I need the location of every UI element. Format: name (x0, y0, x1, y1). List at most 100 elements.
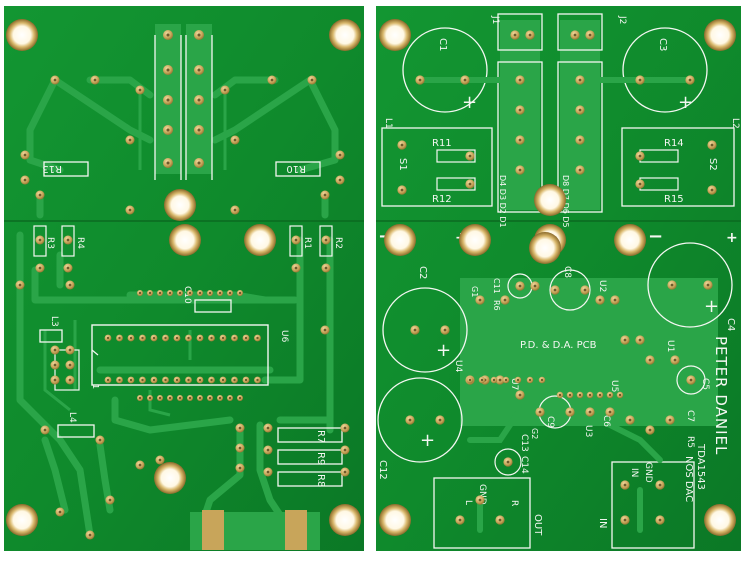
right-label-s2: S2 (707, 158, 718, 171)
pad-drill (578, 108, 582, 112)
left-r8-outline (277, 471, 343, 487)
pad-drill (198, 291, 202, 295)
pad-drill (468, 154, 472, 158)
pad-drill (168, 291, 172, 295)
right-label-g2: G2 (530, 428, 539, 439)
left-l4-outline (57, 424, 95, 438)
right-label-u3: U3 (583, 425, 593, 437)
pad-drill (540, 378, 544, 382)
pad-drill (175, 336, 179, 340)
pad-drill (158, 458, 162, 462)
right-label-c8: C8 (562, 266, 572, 278)
right-board: + + + + + C1 C3 J1 J2 (376, 6, 741, 551)
pad-drill (168, 396, 172, 400)
pad-drill (323, 193, 327, 197)
left-u6-outline (91, 324, 269, 386)
pad-drill (23, 178, 27, 182)
right-label-g1: G1 (470, 286, 479, 297)
pad-drill (141, 336, 144, 340)
pad-drill (233, 208, 237, 212)
pad-drill (208, 291, 212, 295)
pad-drill (197, 98, 201, 102)
right-label-r11: R11 (432, 138, 452, 149)
pad-drill (463, 78, 467, 82)
pad-drill (53, 348, 57, 352)
pad-drill (438, 418, 442, 422)
left-board-substrate (4, 6, 364, 551)
pad-drill (668, 418, 672, 422)
pad-drill (294, 266, 298, 270)
right-label-r5: R5 (685, 436, 695, 448)
left-label-r4: R4 (75, 237, 85, 249)
right-dac-name: NOS DAC (683, 456, 694, 502)
pad-drill (528, 33, 532, 37)
pad-drill (53, 378, 57, 382)
pad-drill (238, 396, 242, 400)
right-label-c5: C5 (700, 378, 710, 390)
mounting-hole (459, 224, 491, 256)
mounting-hole (704, 504, 736, 536)
pad-drill (628, 418, 632, 422)
pad-drill (53, 78, 57, 82)
pad-drill (578, 78, 582, 82)
pad-drill (148, 291, 152, 295)
right-label-c14: C14 (519, 456, 529, 474)
right-label-u1: U1 (665, 340, 675, 352)
right-label-r15: R15 (664, 194, 684, 205)
right-label-r6: R6 (492, 300, 501, 311)
pad-drill (223, 88, 227, 92)
left-label-r10: R10 (286, 163, 306, 174)
left-board-mount-holes (6, 19, 361, 536)
pad-drill (228, 291, 232, 295)
pad-drill (166, 128, 170, 132)
pad-drill (706, 283, 710, 287)
pad-drill (197, 161, 201, 165)
pad-drill (578, 168, 582, 172)
mounting-hole (379, 19, 411, 51)
pad-drill (588, 33, 592, 37)
pad-drill (68, 363, 72, 367)
pad-drill (638, 182, 642, 186)
left-board: R13 R10 R3 R4 R1 R2 C10 L3 U6 1 L4 R7 R9… (4, 6, 364, 551)
left-label-u6: U6 (279, 330, 289, 343)
pad-drill (533, 284, 537, 288)
pad-drill (98, 438, 102, 442)
left-r3-outline (33, 225, 47, 257)
right-board-mount-holes (379, 19, 736, 536)
pad-drill (108, 498, 112, 502)
pad-drill (638, 154, 642, 158)
right-label-c3: C3 (657, 38, 668, 51)
pad-drill (238, 291, 242, 295)
pad-drill (588, 393, 592, 397)
pad-drill (568, 410, 572, 414)
right-label-c6: C6 (601, 415, 611, 427)
mounting-hole (614, 224, 646, 256)
pad-drill (578, 393, 582, 397)
pad-drill (129, 378, 133, 382)
pad-drill (158, 396, 162, 400)
pad-drill (638, 78, 642, 82)
right-diode-bank-right (557, 61, 603, 213)
pad-drill (66, 266, 70, 270)
pad-drill (129, 336, 133, 340)
pad-drill (538, 410, 542, 414)
pad-drill (197, 33, 201, 37)
right-label-d-left: D4 D3 D2 D1 (498, 175, 507, 228)
right-out-jack-outline (433, 477, 531, 549)
right-l1-outline (381, 127, 493, 207)
pad-drill (443, 328, 447, 332)
pad-drill (573, 33, 577, 37)
pad-drill (498, 518, 502, 522)
pad-drill (166, 68, 170, 72)
pad-drill (128, 208, 132, 212)
pad-drill (338, 178, 342, 182)
pad-drill (338, 153, 342, 157)
pad-drill (478, 498, 482, 502)
pad-drill (324, 266, 328, 270)
pad-drill (598, 298, 602, 302)
pad-drill (152, 378, 156, 382)
left-r9-outline (277, 449, 343, 465)
mounting-hole (6, 19, 38, 51)
left-bottom-pad-a (202, 510, 224, 550)
left-bottom-pad-b (285, 510, 307, 550)
